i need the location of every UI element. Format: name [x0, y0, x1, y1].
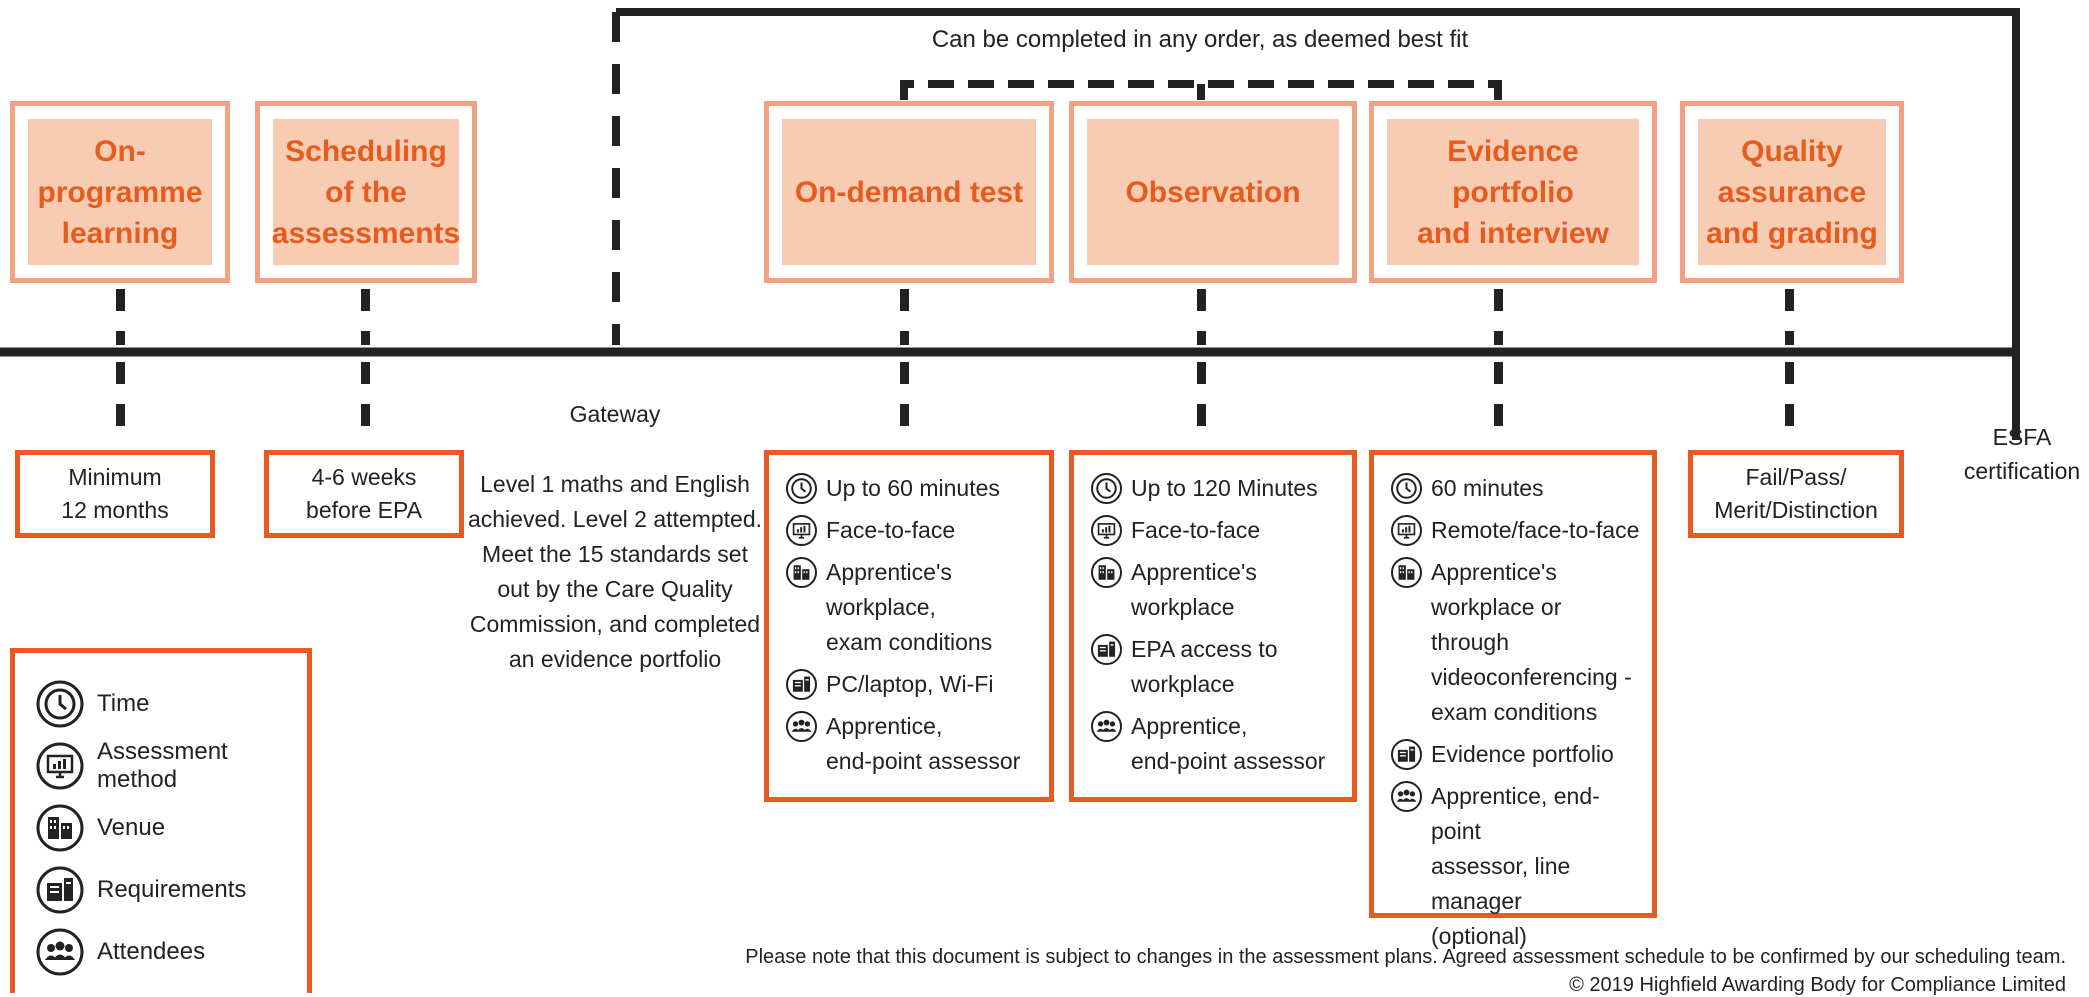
connector-test-top [900, 289, 909, 345]
legend-item-attendees: Attendees [35, 921, 289, 983]
legend-item-time: Time [35, 673, 289, 735]
detail-venue: Apprentice's workplace [1090, 555, 1340, 625]
detail-attendees: Apprentice, end-point assessor [785, 709, 1037, 779]
esfa-certification: ESFA certification [1963, 424, 2081, 484]
attendees-icon [1090, 710, 1123, 743]
gateway-block: Gateway Level 1 maths and English achiev… [465, 362, 765, 712]
stage-title: Evidence portfolio and interview [1387, 119, 1639, 265]
stage-title: On-programme learning [28, 119, 212, 265]
footer-note: Please note that this document is subjec… [745, 946, 2066, 968]
monitor-icon [35, 741, 85, 791]
connector-observation-bottom [1197, 362, 1206, 442]
clock-icon [35, 679, 85, 729]
requirements-icon [1390, 738, 1423, 771]
duration-on-programme: Minimum 12 months [15, 450, 215, 538]
connector-scheduling-bottom [361, 362, 370, 442]
detail-attendees: Apprentice, end-point assessor, line man… [1390, 779, 1640, 954]
connector-observation-top [1197, 289, 1206, 345]
stage-observation: Observation [1069, 101, 1357, 283]
connector-portfolio-top [1494, 289, 1503, 345]
legend-label: Requirements [97, 876, 247, 903]
clock-icon [1090, 472, 1123, 505]
clock-icon [785, 472, 818, 505]
stage-title: Scheduling of the assessments [272, 119, 460, 265]
stage-on-demand-test: On-demand test [764, 101, 1054, 283]
connector-test-bottom [900, 362, 909, 442]
stage-scheduling: Scheduling of the assessments [255, 101, 477, 283]
stage-on-programme: On-programme learning [10, 101, 230, 283]
connector-on-programme-top [116, 289, 125, 345]
detail-requirements: Evidence portfolio [1390, 737, 1640, 772]
legend-label: Assessment method [97, 738, 228, 793]
copyright: © 2019 Highfield Awarding Body for Compl… [1569, 974, 2066, 996]
detail-time: Up to 60 minutes [785, 471, 1037, 506]
building-icon [1390, 556, 1423, 589]
stage-title: On-demand test [782, 119, 1036, 265]
detail-method: Remote/face-to-face [1390, 513, 1640, 548]
connector-portfolio-bottom [1494, 362, 1503, 442]
detail-venue: Apprentice's workplace, exam conditions [785, 555, 1037, 660]
monitor-icon [1090, 514, 1123, 547]
stage-title: Quality assurance and grading [1698, 119, 1886, 265]
details-observation: Up to 120 Minutes Face-to-face Apprentic… [1069, 450, 1357, 802]
gateway-title: Gateway [569, 401, 661, 427]
requirements-icon [785, 668, 818, 701]
detail-method: Face-to-face [1090, 513, 1340, 548]
monitor-icon [1390, 514, 1423, 547]
epa-bracket-line [616, 8, 2020, 440]
requirements-icon [35, 865, 85, 915]
legend-label: Time [97, 690, 150, 717]
legend-label: Attendees [97, 938, 206, 965]
duration-scheduling: 4-6 weeks before EPA [264, 450, 464, 538]
stage-title: Observation [1087, 119, 1339, 265]
connector-quality-top [1785, 289, 1794, 345]
monitor-icon [785, 514, 818, 547]
legend-item-assessment-method: Assessment method [35, 735, 289, 797]
clock-icon [1390, 472, 1423, 505]
legend: Time Assessment method Venue Requirement… [10, 648, 312, 993]
details-on-demand-test: Up to 60 minutes Face-to-face Apprentice… [764, 450, 1054, 802]
detail-requirements: PC/laptop, Wi-Fi [785, 667, 1037, 702]
legend-item-requirements: Requirements [35, 859, 289, 921]
detail-time: 60 minutes [1390, 471, 1640, 506]
grading-outcomes: Fail/Pass/ Merit/Distinction [1688, 450, 1904, 538]
legend-item-venue: Venue [35, 797, 289, 859]
connector-scheduling-top [361, 289, 370, 345]
detail-venue: Apprentice's workplace or through videoc… [1390, 555, 1640, 730]
building-icon [1090, 556, 1123, 589]
detail-method: Face-to-face [785, 513, 1037, 548]
building-icon [35, 803, 85, 853]
stage-evidence-portfolio: Evidence portfolio and interview [1369, 101, 1657, 283]
stage-quality-assurance: Quality assurance and grading [1680, 101, 1904, 283]
connector-quality-bottom [1785, 362, 1794, 442]
requirements-icon [1090, 633, 1123, 666]
any-order-bracket [900, 80, 1502, 100]
attendees-icon [1390, 780, 1423, 813]
detail-attendees: Apprentice, end-point assessor [1090, 709, 1340, 779]
details-evidence-portfolio: 60 minutes Remote/face-to-face Apprentic… [1369, 450, 1657, 949]
attendees-icon [35, 927, 85, 977]
building-icon [785, 556, 818, 589]
any-order-note: Can be completed in any order, as deemed… [931, 26, 1469, 53]
gateway-criteria: Level 1 maths and English achieved. Leve… [467, 471, 763, 672]
attendees-icon [785, 710, 818, 743]
legend-label: Venue [97, 814, 166, 841]
detail-requirements: EPA access to workplace [1090, 632, 1340, 702]
detail-time: Up to 120 Minutes [1090, 471, 1340, 506]
connector-on-programme-bottom [116, 362, 125, 442]
